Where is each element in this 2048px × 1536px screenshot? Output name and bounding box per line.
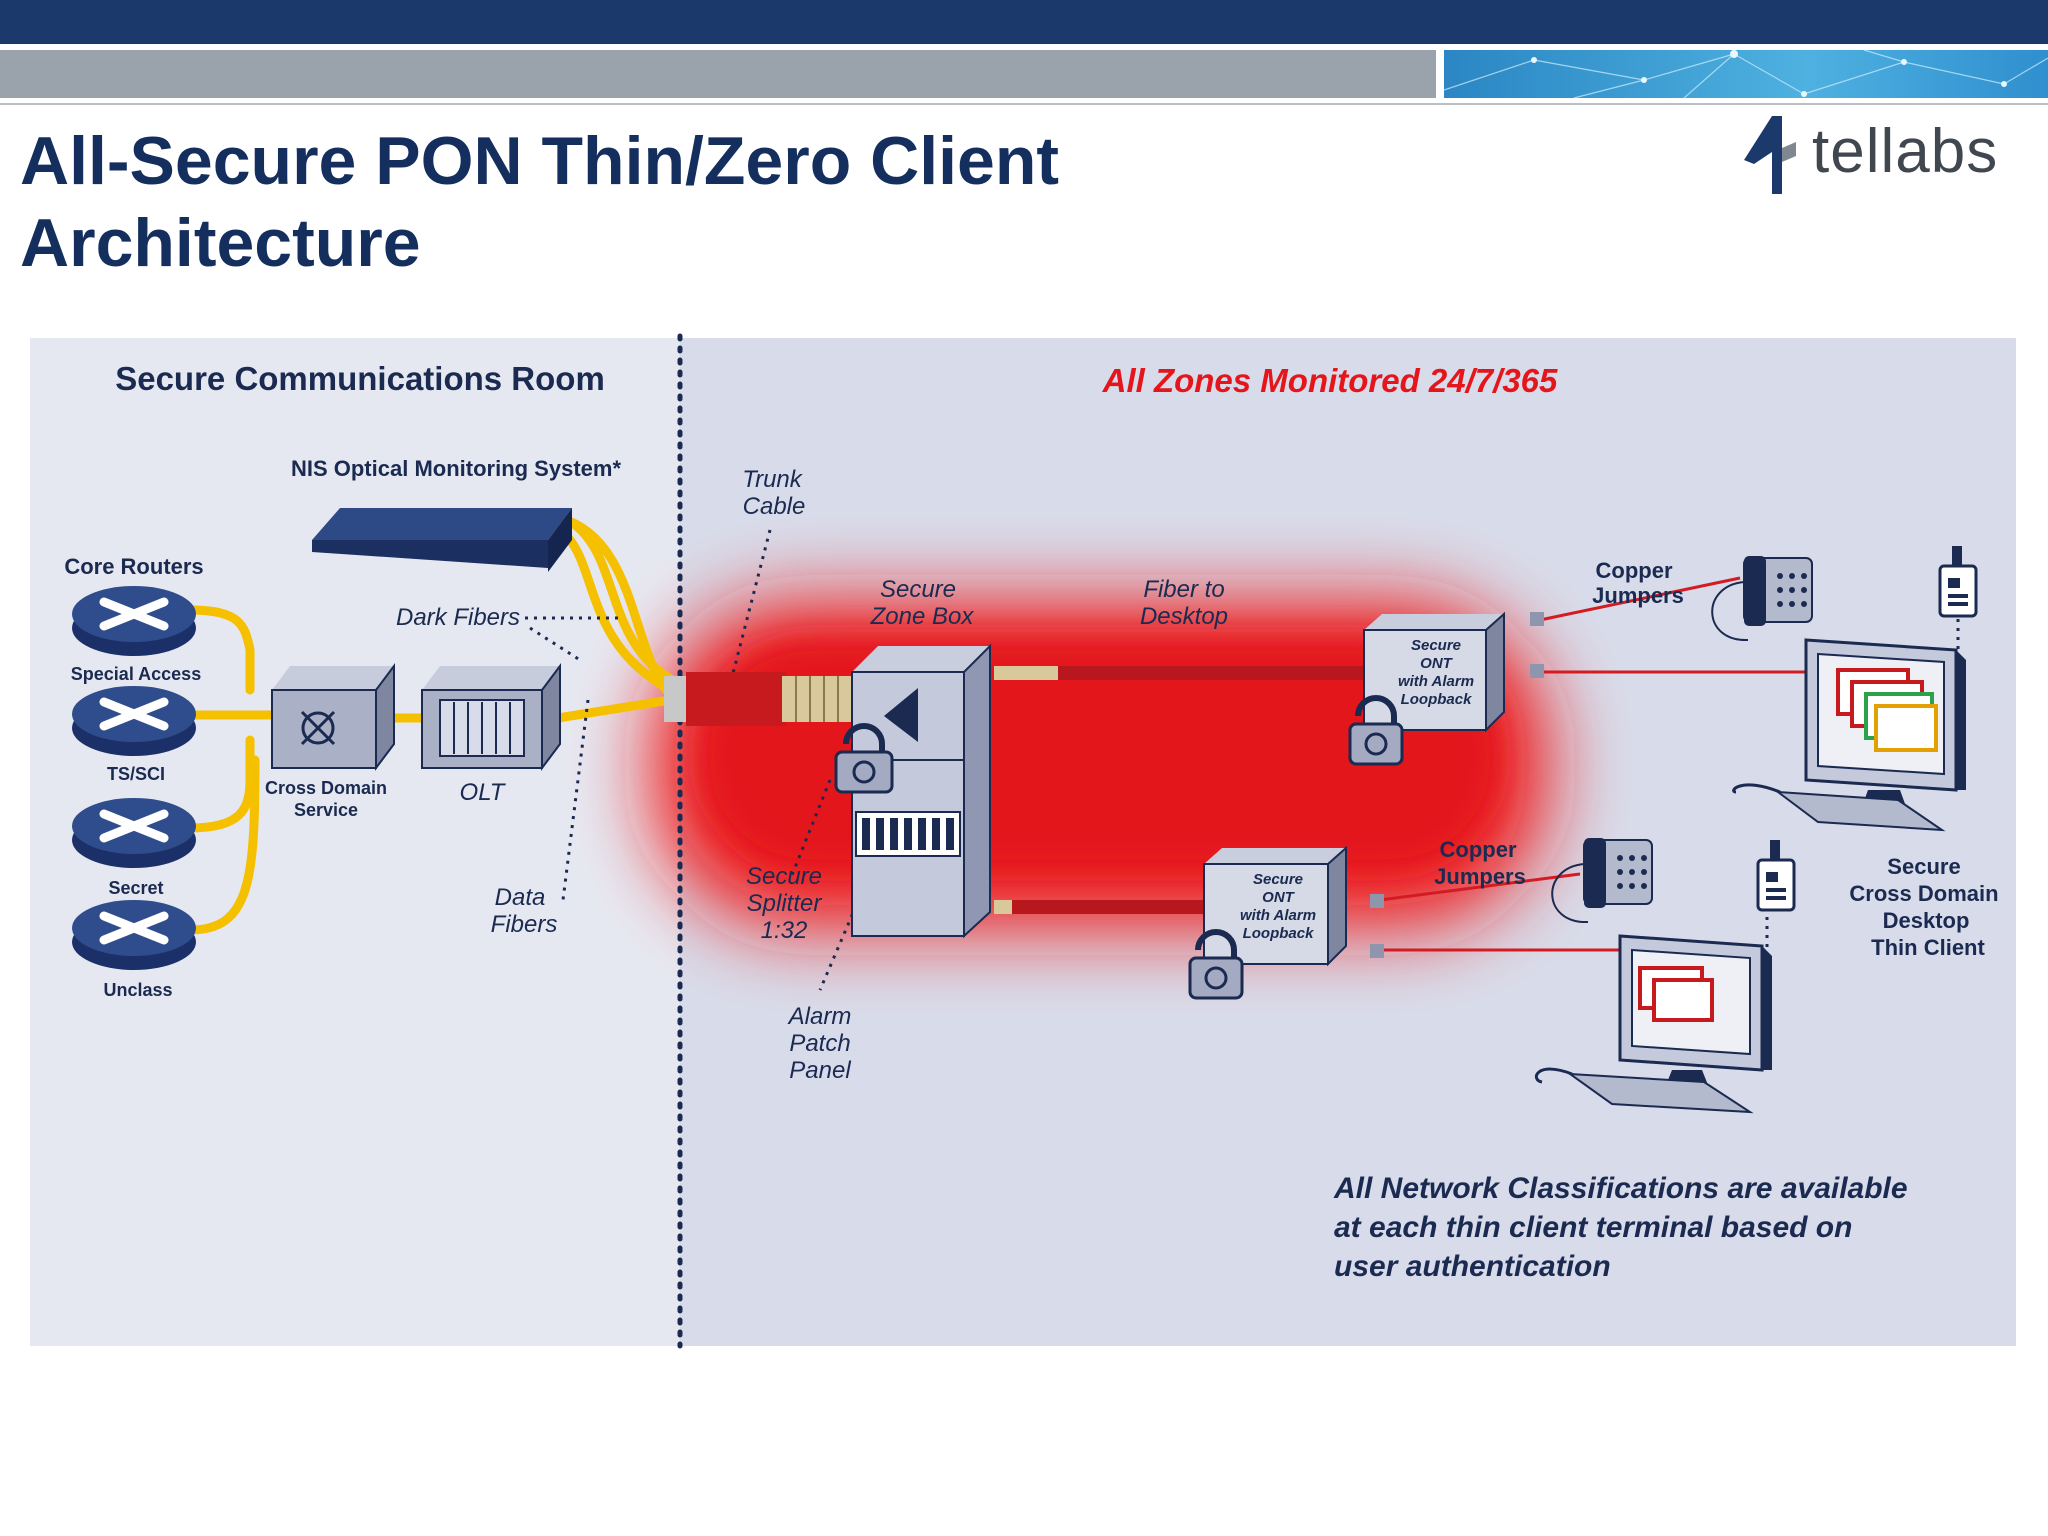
zone-box-line2: Zone Box — [870, 603, 975, 630]
zone-box-icon — [851, 643, 991, 939]
tellabs-logo-icon — [1744, 116, 1796, 194]
thin-client-line1: Secure — [1887, 854, 1960, 879]
thin-client-line3: Desktop — [1883, 908, 1970, 933]
data-fibers-line1: Data — [495, 884, 546, 911]
computer-icon-bottom — [1534, 934, 1772, 1114]
splitter-line3: 1:32 — [761, 917, 808, 944]
ont-box-top: Secure ONT with Alarm Loopback — [1348, 611, 1505, 766]
fiber-to-desktop-cables — [994, 666, 1364, 914]
ont-bottom-line2: ONT — [1262, 889, 1296, 906]
tellabs-logo: tellabs — [1738, 112, 2038, 198]
olt-chassis-icon — [421, 663, 561, 771]
ont-bottom-line3: with Alarm — [1240, 907, 1316, 924]
ont-top-line3: with Alarm — [1398, 673, 1474, 690]
alarm-panel-line2: Patch — [789, 1030, 850, 1057]
fiber-desktop-line1: Fiber to — [1143, 576, 1224, 603]
footnote-line2: at each thin client terminal based on — [1334, 1211, 1852, 1244]
trunk-cable-line2: Cable — [743, 493, 806, 520]
router-special-access — [72, 586, 196, 656]
zone-box-line1: Secure — [880, 576, 956, 603]
cds-box-icon — [271, 663, 395, 771]
splitter-line2: Splitter — [747, 890, 823, 917]
copper-top-line1: Copper — [1596, 558, 1673, 583]
fiber-desktop-line2: Desktop — [1140, 603, 1228, 630]
router-label-ts-sci: TS/SCI — [107, 764, 165, 784]
phone-icon-bottom — [1551, 838, 1653, 924]
alarm-panel-line3: Panel — [789, 1057, 851, 1084]
slide-title-line1: All-Secure PON Thin/Zero Client — [20, 123, 1060, 199]
computer-icon-top — [1732, 638, 1966, 832]
right-panel-heading: All Zones Monitored 24/7/365 — [1102, 362, 1558, 399]
header-rule — [0, 103, 2048, 105]
copper-jack-plugs — [1370, 612, 1544, 958]
footnote-line1: All Network Classifications are availabl… — [1333, 1172, 1908, 1205]
router-secret — [72, 798, 196, 868]
router-unclass — [72, 900, 196, 970]
router-ts-sci — [72, 686, 196, 756]
ont-top-line1: Secure — [1411, 637, 1461, 654]
badge-icon-bottom — [1756, 840, 1796, 912]
splitter-line1: Secure — [746, 863, 822, 890]
ont-top-line2: ONT — [1420, 655, 1454, 672]
thin-client-line4: Thin Client — [1871, 935, 1985, 960]
trunk-cable — [664, 672, 852, 726]
tellabs-logo-text: tellabs — [1812, 117, 1999, 186]
header-band-network-image — [1444, 50, 2048, 98]
nis-label: NIS Optical Monitoring System* — [291, 456, 621, 481]
badge-icon-top — [1938, 546, 1978, 618]
data-fibers-line2: Fibers — [491, 911, 558, 938]
router-label-unclass: Unclass — [103, 980, 172, 1000]
cds-label-line2: Service — [294, 800, 358, 820]
cds-label-line1: Cross Domain — [265, 778, 387, 798]
header-band-navy — [0, 0, 2048, 44]
copper-bottom-line1: Copper — [1440, 837, 1517, 862]
nis-device-icon — [312, 508, 572, 572]
network-pattern — [1444, 50, 2048, 98]
thin-client-line2: Cross Domain — [1849, 881, 1998, 906]
core-routers-label: Core Routers — [64, 554, 203, 579]
slide-title-line2: Architecture — [20, 205, 421, 281]
trunk-cable-line1: Trunk — [742, 466, 804, 493]
ont-bottom-line1: Secure — [1253, 871, 1303, 888]
copper-top-line2: Jumpers — [1592, 583, 1684, 608]
ont-bottom-line4: Loopback — [1243, 925, 1314, 942]
copper-bottom-line2: Jumpers — [1434, 864, 1526, 889]
footnote-line3: user authentication — [1334, 1250, 1611, 1283]
alarm-panel-line1: Alarm — [787, 1003, 852, 1030]
dark-fibers-label: Dark Fibers — [396, 604, 520, 631]
slide-title: All-Secure PON Thin/Zero Client Architec… — [20, 120, 1059, 284]
left-panel-heading: Secure Communications Room — [115, 360, 605, 397]
router-label-secret: Secret — [108, 878, 163, 898]
router-label-special-access: Special Access — [71, 664, 201, 684]
padlock-icon — [834, 723, 894, 794]
copper-jumper-lines — [1379, 576, 1808, 952]
ont-box-bottom: Secure ONT with Alarm Loopback — [1188, 845, 1347, 1000]
ont-top-line4: Loopback — [1401, 691, 1472, 708]
fiber-lines — [185, 513, 680, 935]
olt-label: OLT — [460, 779, 507, 806]
phone-icon-top — [1711, 556, 1813, 642]
header-band-grey — [0, 50, 1436, 98]
